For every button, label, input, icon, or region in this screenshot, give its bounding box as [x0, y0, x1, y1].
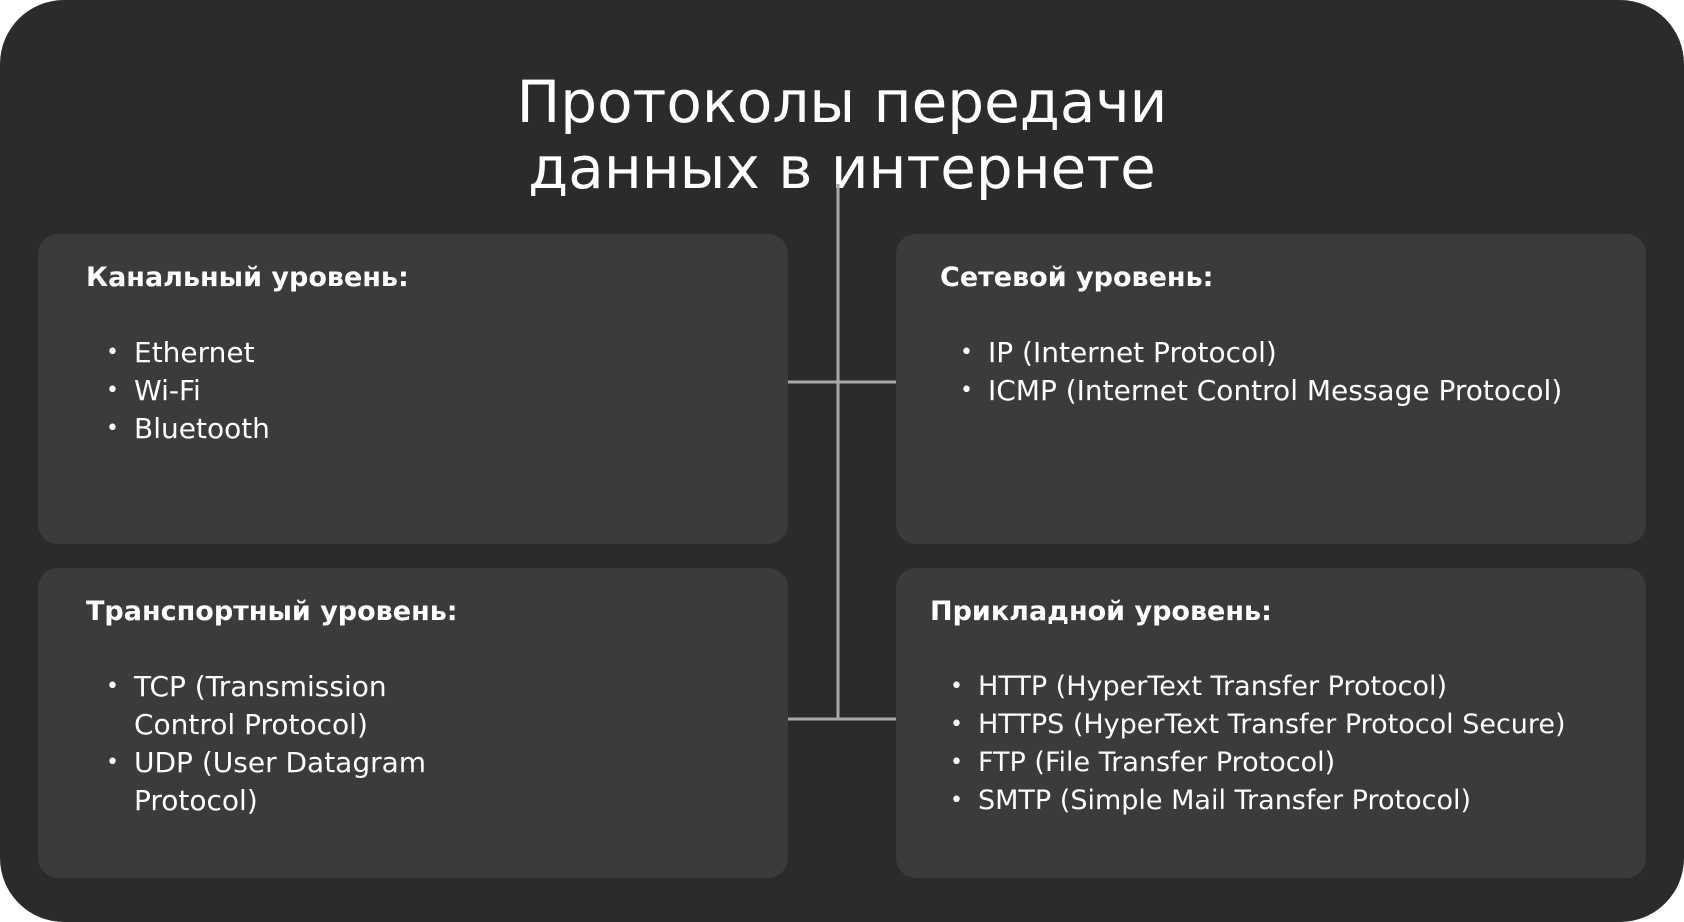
- protocol-list-item: • FTP (File Transfer Protocol): [950, 744, 1638, 782]
- protocol-list-item: • HTTPS (HyperText Transfer Protocol Secu…: [950, 706, 1638, 744]
- title-line-1: Протоколы передачи: [516, 67, 1168, 136]
- diagram-title: Протоколы передачи данных в интернете: [0, 69, 1684, 201]
- bullet-icon: •: [106, 340, 119, 365]
- protocol-list-item: • SMTP (Simple Mail Transfer Protocol): [950, 782, 1638, 820]
- bullet-icon: •: [106, 416, 119, 441]
- protocol-name: HTTP (HyperText Transfer Protocol): [978, 671, 1448, 702]
- network-layer-protocol-list: • IP (Internet Protocol) • ICMP (Internet C…: [960, 334, 1638, 410]
- protocol-list-item: • TCP (Transmission Control Protocol): [106, 668, 694, 744]
- protocol-list-item: • UDP (User Datagram Protocol): [106, 744, 694, 820]
- bullet-icon: •: [106, 750, 119, 775]
- network-layer-heading: Сетевой уровень:: [940, 262, 1214, 293]
- application-layer-protocol-list: • HTTP (HyperText Transfer Protocol) • HTTP…: [950, 668, 1638, 820]
- link-layer-protocol-list: • Ethernet • Wi-Fi • Bluetooth: [106, 334, 694, 448]
- bullet-icon: •: [106, 674, 119, 699]
- protocol-list-item: • IP (Internet Protocol): [960, 334, 1638, 372]
- protocol-name: UDP (User Datagram Protocol): [134, 746, 427, 817]
- link-layer-card: Канальный уровень: • Ethernet • Wi-Fi • Bluet…: [38, 234, 788, 544]
- protocol-name: Wi-Fi: [134, 374, 201, 407]
- bullet-icon: •: [950, 788, 963, 813]
- protocol-name: Ethernet: [134, 336, 255, 369]
- protocol-name: IP (Internet Protocol): [988, 336, 1277, 369]
- transport-layer-card: Транспортный уровень: • TCP (Transmission…: [38, 568, 788, 878]
- network-layer-card: Сетевой уровень: • IP (Internet Protocol)…: [896, 234, 1646, 544]
- application-layer-heading: Прикладной уровень:: [930, 596, 1272, 627]
- application-layer-card: Прикладной уровень: • HTTP (HyperText Tra…: [896, 568, 1646, 878]
- protocol-name: SMTP (Simple Mail Transfer Protocol): [978, 785, 1472, 816]
- protocol-name: HTTPS (HyperText Transfer Protocol Secur…: [978, 709, 1566, 740]
- protocol-name: TCP (Transmission Control Protocol): [134, 670, 387, 741]
- transport-layer-protocol-list: • TCP (Transmission Control Protocol) • UDP…: [106, 668, 694, 820]
- bullet-icon: •: [960, 340, 973, 365]
- bullet-icon: •: [960, 378, 973, 403]
- bullet-icon: •: [106, 378, 119, 403]
- protocol-list-item: • Wi-Fi: [106, 372, 694, 410]
- protocol-list-item: • Ethernet: [106, 334, 694, 372]
- bullet-icon: •: [950, 712, 963, 737]
- link-layer-heading: Канальный уровень:: [86, 262, 409, 293]
- protocol-list-item: • HTTP (HyperText Transfer Protocol): [950, 668, 1638, 706]
- transport-layer-heading: Транспортный уровень:: [86, 596, 458, 627]
- protocol-name: FTP (File Transfer Protocol): [978, 747, 1336, 778]
- title-line-2: данных в интернете: [528, 133, 1156, 202]
- protocol-list-item: • ICMP (Internet Control Message Protocol…: [960, 372, 1638, 410]
- protocol-name: Bluetooth: [134, 412, 270, 445]
- bullet-icon: •: [950, 674, 963, 699]
- bullet-icon: •: [950, 750, 963, 775]
- protocol-name: ICMP (Internet Control Message Protocol): [988, 374, 1563, 407]
- protocol-list-item: • Bluetooth: [106, 410, 694, 448]
